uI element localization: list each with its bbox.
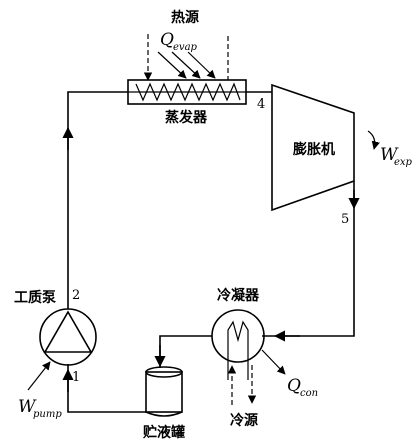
w-exp-subscript: exp — [394, 157, 413, 168]
condenser-body — [211, 309, 265, 363]
evaporator-label: 蒸发器 — [165, 109, 208, 126]
tank-top — [145, 366, 183, 378]
tank-label: 贮液罐 — [142, 424, 185, 441]
heat-arrow-3 — [187, 51, 216, 79]
evaporator-coil — [135, 82, 241, 102]
expander-label: 膨胀机 — [293, 141, 335, 158]
q-con-subscript: con — [300, 388, 318, 399]
work-rotation-arrow — [367, 130, 380, 150]
condenser — [211, 309, 265, 380]
q-con-symbol: Q — [287, 376, 301, 396]
cold-source-label: 冷源 — [230, 412, 258, 429]
condenser-coil — [227, 320, 249, 380]
state-point-1: 1 — [72, 370, 80, 385]
q-evap-subscript: evap — [173, 42, 198, 53]
q-con-label: Q con — [287, 376, 318, 399]
heat-arrow-1 — [157, 51, 187, 79]
tank-bottom — [145, 411, 183, 417]
w-exp-label: W exp — [380, 145, 413, 168]
pipe-pump-evaporator — [67, 91, 128, 309]
w-pump-subscript: pump — [33, 409, 62, 420]
w-pump-symbol: W — [18, 397, 37, 417]
evaporator — [127, 79, 247, 105]
w-pump-label: W pump — [18, 397, 62, 420]
w-exp-symbol: W — [380, 145, 399, 165]
pump-body — [39, 308, 97, 366]
tank-body — [145, 371, 183, 413]
tank — [145, 366, 183, 417]
heat-source-label: 热源 — [171, 9, 199, 26]
heat-arrow-2 — [171, 51, 201, 79]
q-evap-symbol: Q — [160, 30, 174, 50]
pipe-condenser-tank — [159, 335, 212, 368]
pipe-5-condenser — [262, 181, 355, 337]
condenser-label: 冷凝器 — [217, 287, 260, 304]
state-point-4: 4 — [257, 97, 265, 112]
state-point-5: 5 — [341, 212, 349, 227]
pump — [39, 308, 97, 366]
state-point-2: 2 — [72, 288, 80, 303]
w-pump-arrow — [27, 361, 51, 391]
q-con-arrow — [261, 349, 286, 375]
pump-label: 工质泵 — [14, 289, 56, 306]
q-evap-label: Q evap — [160, 30, 198, 53]
pump-triangle — [43, 310, 93, 353]
